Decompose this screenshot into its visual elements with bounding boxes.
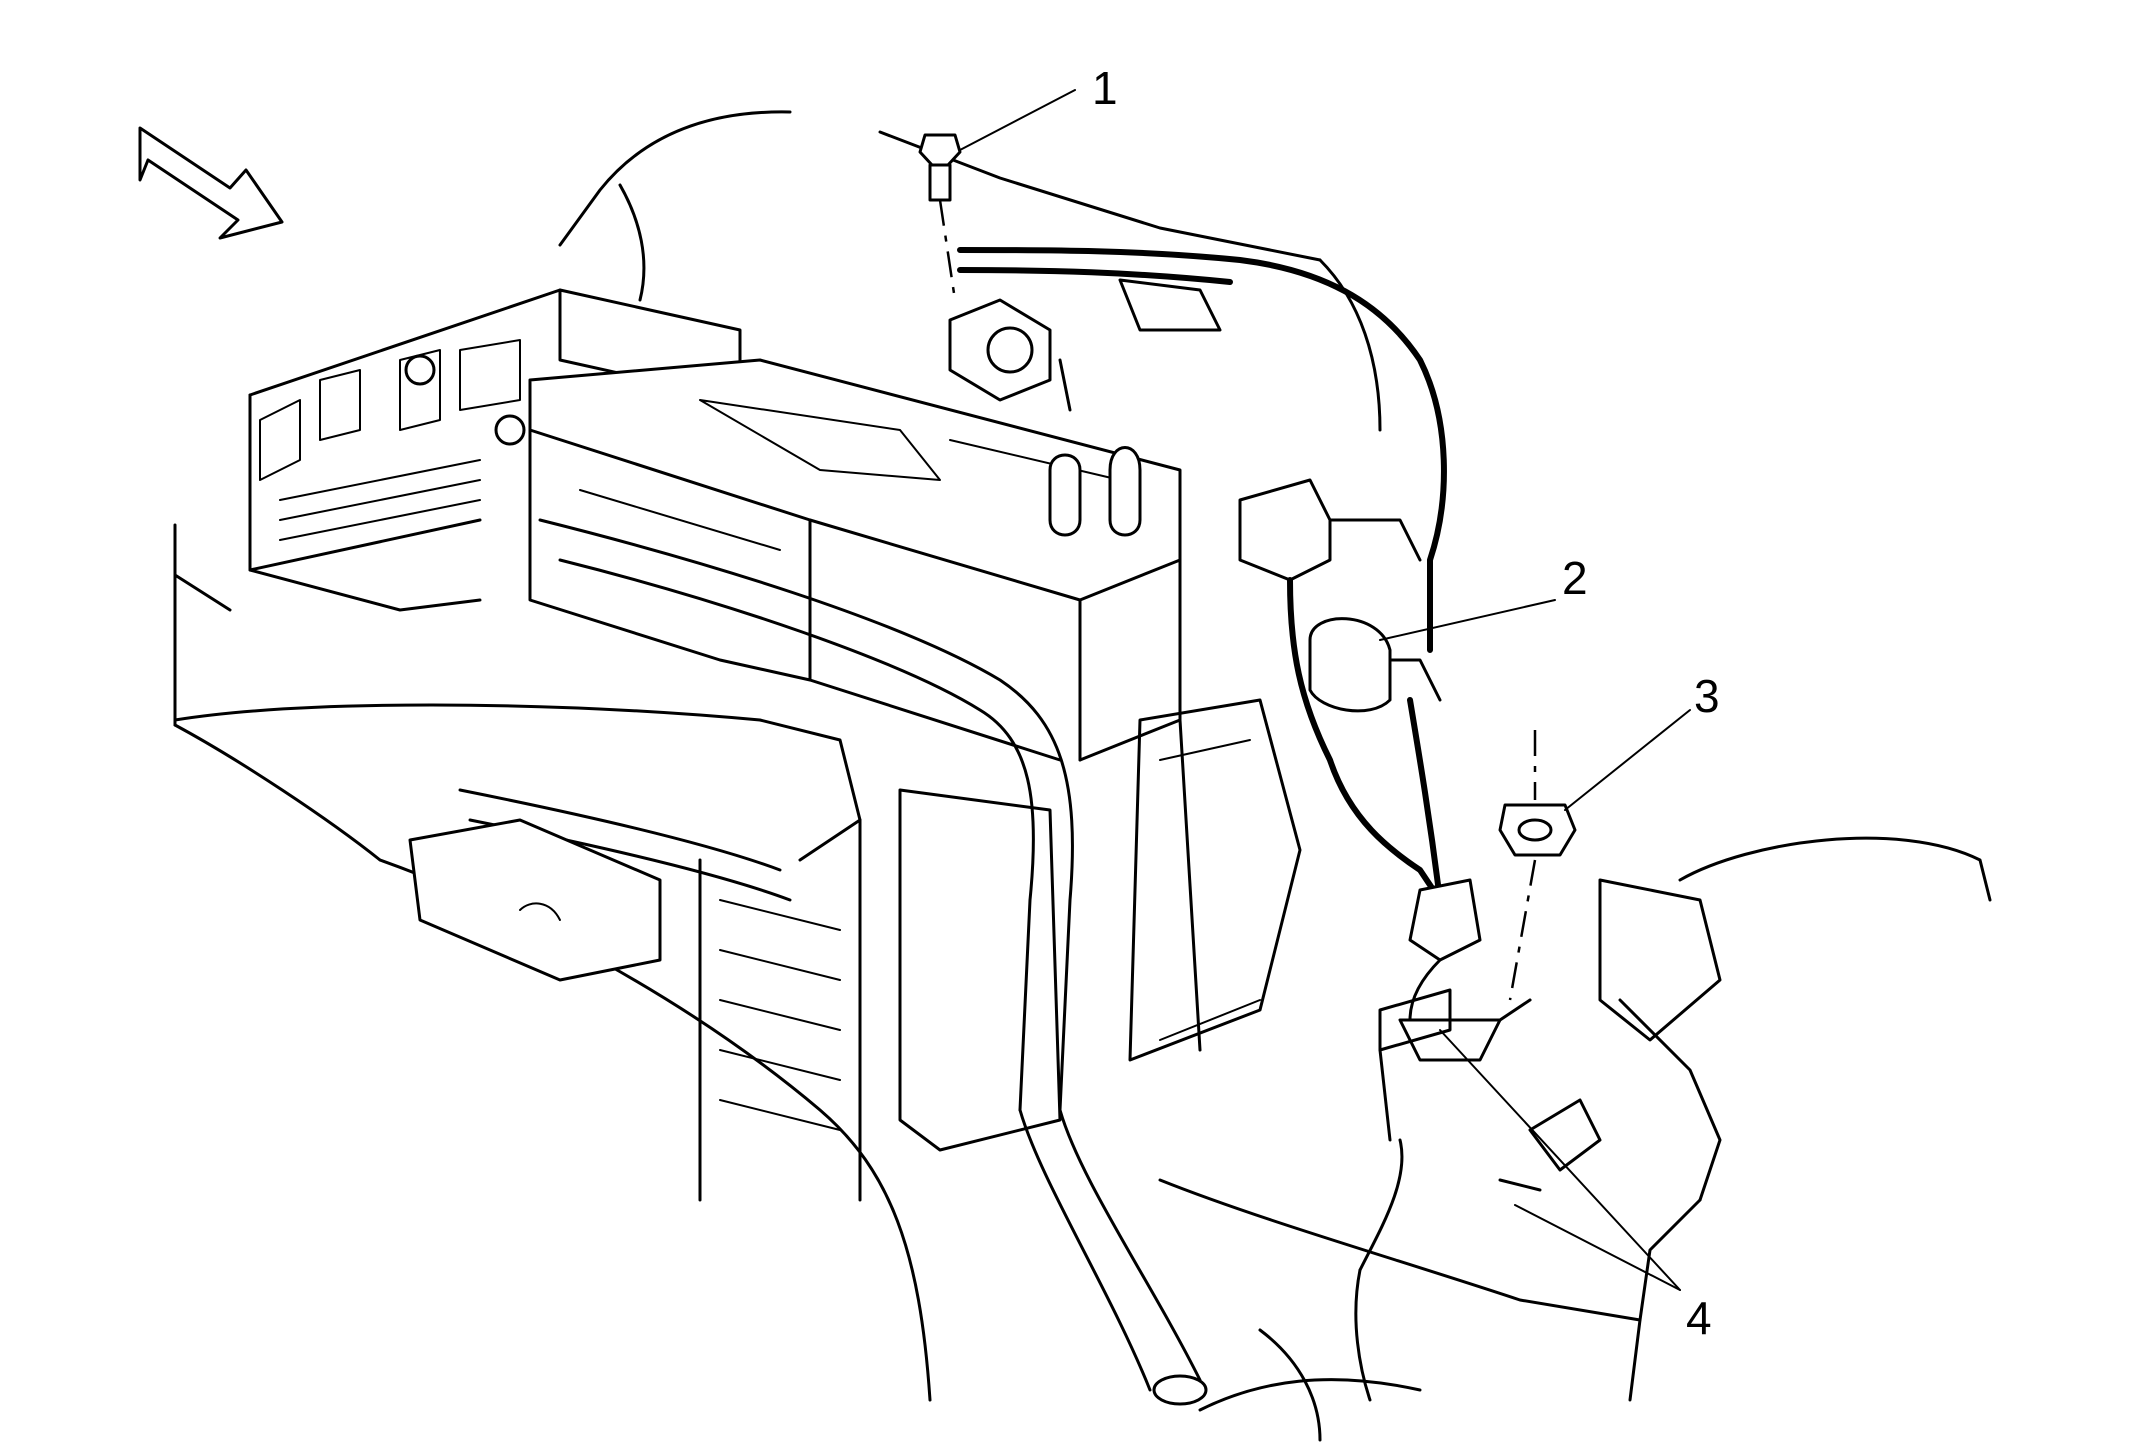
- nut-item-3: [1498, 730, 1577, 1001]
- wire-harness: [1238, 478, 1482, 1402]
- direction-arrow-icon: [138, 126, 284, 240]
- callout-4: 4: [1686, 1292, 1712, 1344]
- positive-cable: [948, 247, 1447, 653]
- callout-2: 2: [1562, 552, 1588, 604]
- fuse-block: [248, 288, 742, 612]
- callout-1: 1: [1092, 62, 1118, 114]
- radiator: [173, 703, 1062, 1202]
- bolt-item-1: [918, 133, 962, 301]
- ground-bracket: [1398, 998, 1602, 1192]
- battery: [528, 358, 1182, 762]
- relay-box: [1128, 698, 1302, 1062]
- body-outline: [173, 110, 1992, 1442]
- hose: [538, 518, 1208, 1406]
- callout-3: 3: [1694, 670, 1720, 722]
- leader-lines: [959, 89, 1691, 1291]
